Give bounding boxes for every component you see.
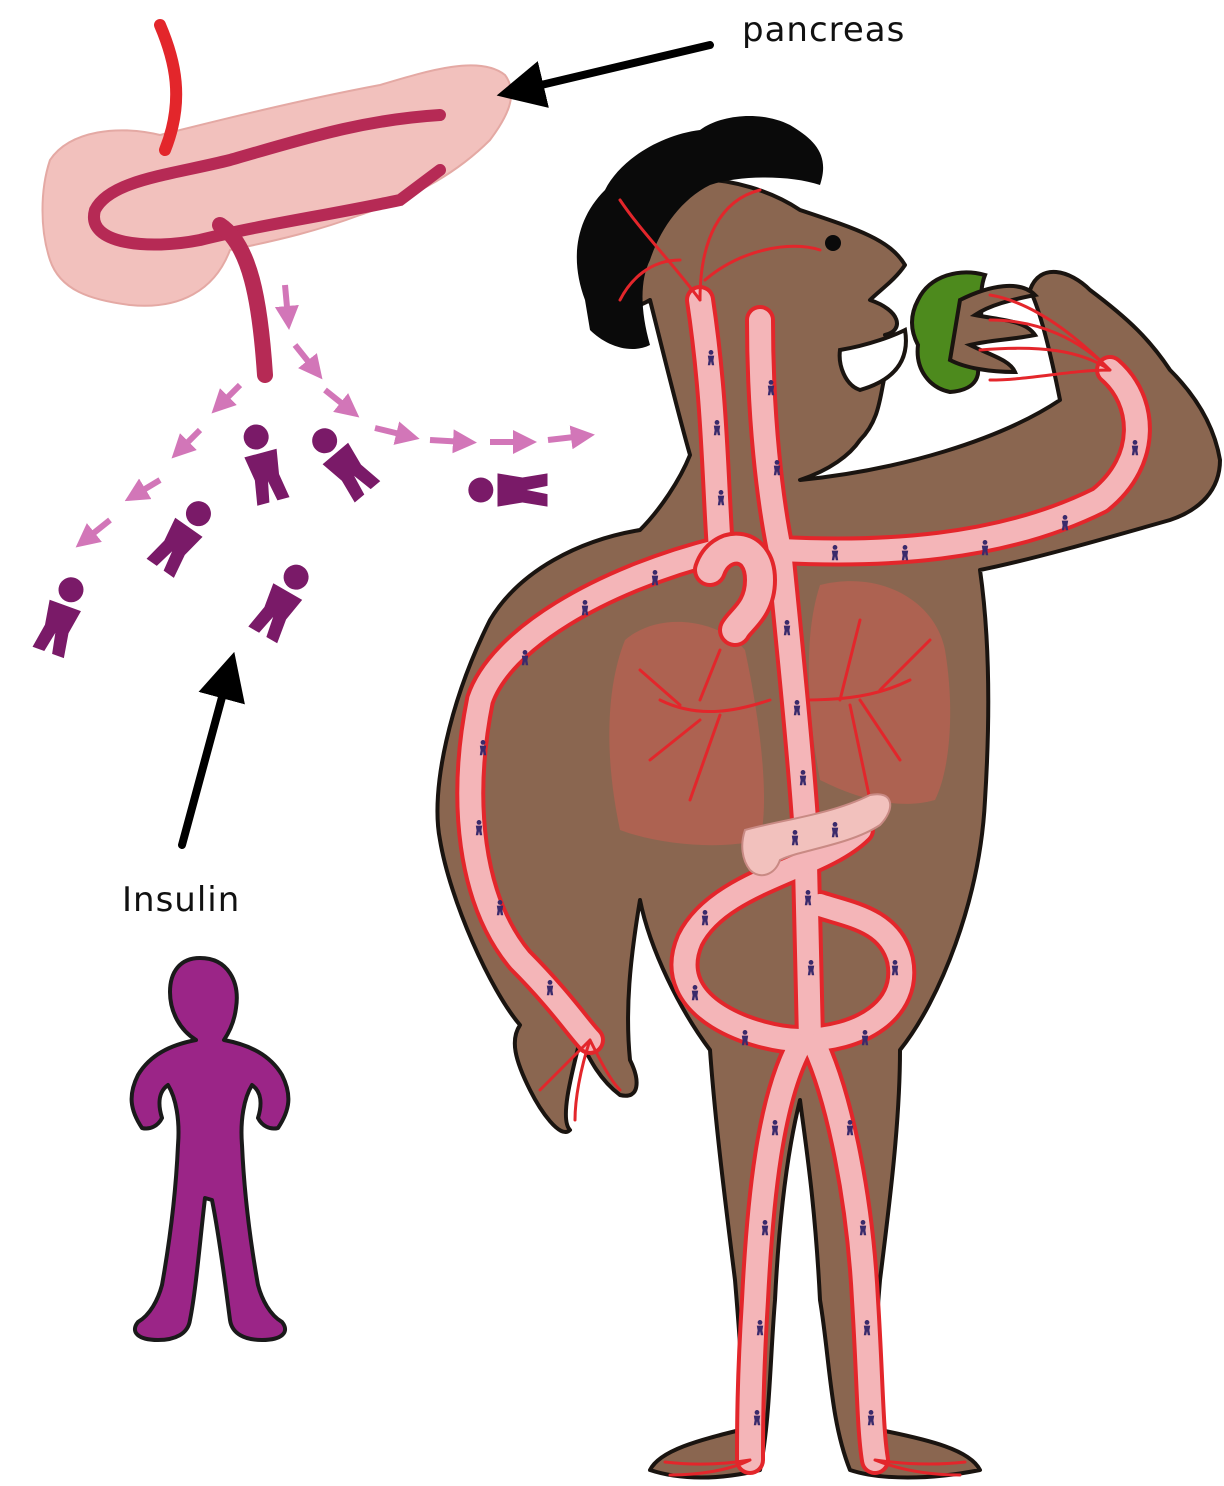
pancreas-label: pancreas [742, 10, 905, 50]
eye [825, 235, 841, 251]
left-lung [609, 622, 764, 845]
insulin-figure-icon [132, 958, 289, 1340]
insulin-pointer-arrow [182, 675, 228, 845]
pancreas-illustration [43, 25, 512, 375]
insulin-label: Insulin [122, 880, 240, 920]
hand [950, 286, 1035, 372]
pancreas-pointer-arrow [520, 45, 710, 90]
human-body-figure [437, 116, 1220, 1478]
insulin-figures-dispersing [33, 420, 548, 658]
